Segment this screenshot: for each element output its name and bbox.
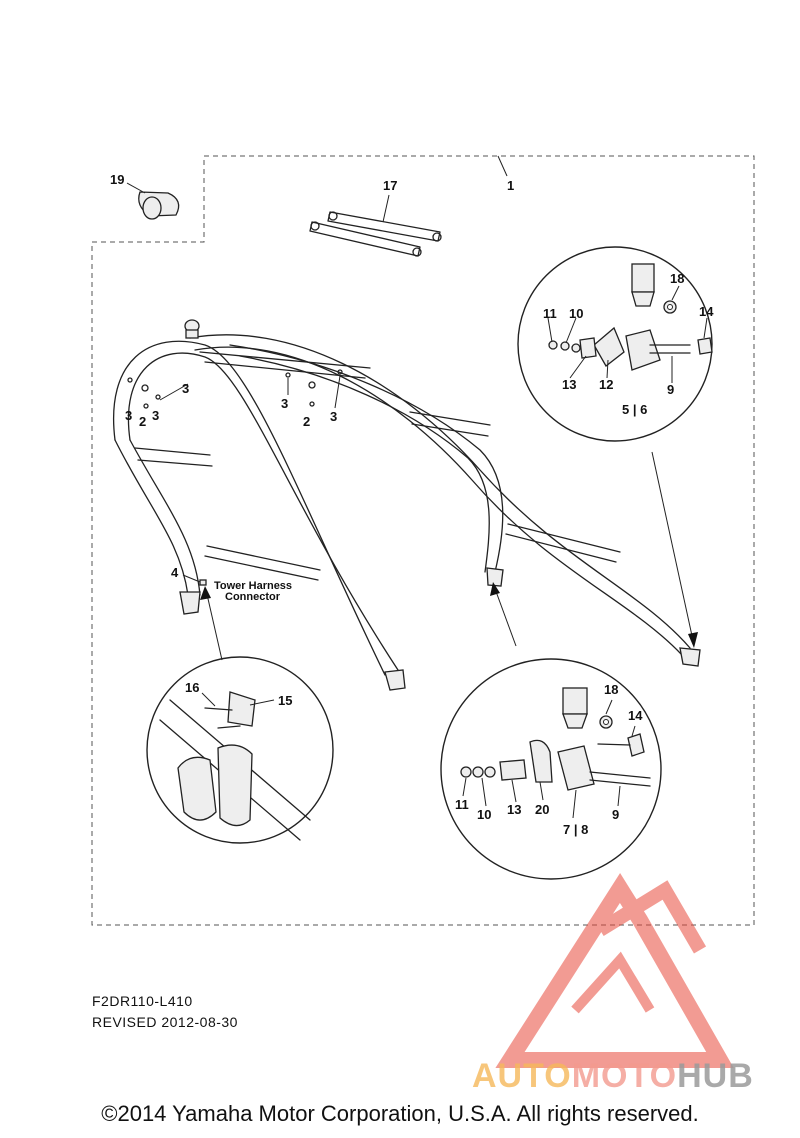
callout-12: 12 xyxy=(599,377,613,392)
callout-2b: 2 xyxy=(303,414,310,429)
callout-13b: 13 xyxy=(507,802,521,817)
callout-14a: 14 xyxy=(699,304,714,319)
callout-16: 16 xyxy=(185,680,199,695)
callout-3a: 3 xyxy=(182,381,189,396)
callout-1: 1 xyxy=(507,178,514,193)
callout-15: 15 xyxy=(278,693,292,708)
arrow-head-5-6 xyxy=(688,632,698,648)
connector-label-line1: Tower Harness xyxy=(214,580,292,592)
callout-18b: 18 xyxy=(604,682,618,697)
callout-9b: 9 xyxy=(612,807,619,822)
watermark-part3: HUB xyxy=(677,1057,754,1095)
callout-7-8: 7 | 8 xyxy=(563,822,588,837)
arrow-head-15-16 xyxy=(200,586,211,600)
tower-frame xyxy=(113,319,701,691)
callout-5-6: 5 | 6 xyxy=(622,402,647,417)
detail-circle-7-8 xyxy=(440,658,662,880)
detail-circle-15-16 xyxy=(146,656,334,844)
callout-3e: 3 xyxy=(330,409,337,424)
arrow-detail-5-6 xyxy=(651,451,695,646)
arrow-head-7-8 xyxy=(490,582,500,596)
callout-11a: 11 xyxy=(543,306,557,321)
revision-date: REVISED 2012-08-30 xyxy=(92,1014,238,1030)
callout-13a: 13 xyxy=(562,377,576,392)
watermark-part1: AUTO xyxy=(472,1057,572,1095)
fasteners-2-3 xyxy=(127,369,343,409)
callout-3d: 3 xyxy=(281,396,288,411)
callout-4: 4 xyxy=(171,565,179,580)
watermark-text: AUTOMOTOHUB xyxy=(472,1057,754,1095)
callout-20: 20 xyxy=(535,802,549,817)
leader-1 xyxy=(497,155,508,177)
assembly-boundary xyxy=(91,155,755,926)
part-19-knob xyxy=(126,182,180,220)
callout-3b: 3 xyxy=(125,408,132,423)
connector-label-line2: Connector xyxy=(225,591,281,603)
arrow-detail-7-8 xyxy=(493,585,517,647)
callout-3c: 3 xyxy=(152,408,159,423)
detail-circle-5-6 xyxy=(517,246,713,442)
callout-9a: 9 xyxy=(667,382,674,397)
callout-2a: 2 xyxy=(139,414,146,429)
figure-code: F2DR110-L410 xyxy=(92,993,193,1009)
callout-labels: 1 17 19 3 3 2 3 3 2 3 4 Tower Harness Co… xyxy=(110,172,714,837)
watermark-part2: MOTO xyxy=(572,1057,677,1095)
callout-10b: 10 xyxy=(477,807,491,822)
callout-11b: 11 xyxy=(455,797,469,812)
arrow-detail-15-16 xyxy=(205,589,223,661)
watermark-logo xyxy=(495,873,734,1068)
callout-18a: 18 xyxy=(670,271,684,286)
callout-14b: 14 xyxy=(628,708,643,723)
tower-harness-connector xyxy=(182,574,207,586)
callout-10a: 10 xyxy=(569,306,583,321)
copyright-notice: ©2014 Yamaha Motor Corporation, U.S.A. A… xyxy=(101,1101,699,1126)
callout-17: 17 xyxy=(383,178,397,193)
callout-19: 19 xyxy=(110,172,124,187)
part-17-brace-bars xyxy=(309,194,442,257)
